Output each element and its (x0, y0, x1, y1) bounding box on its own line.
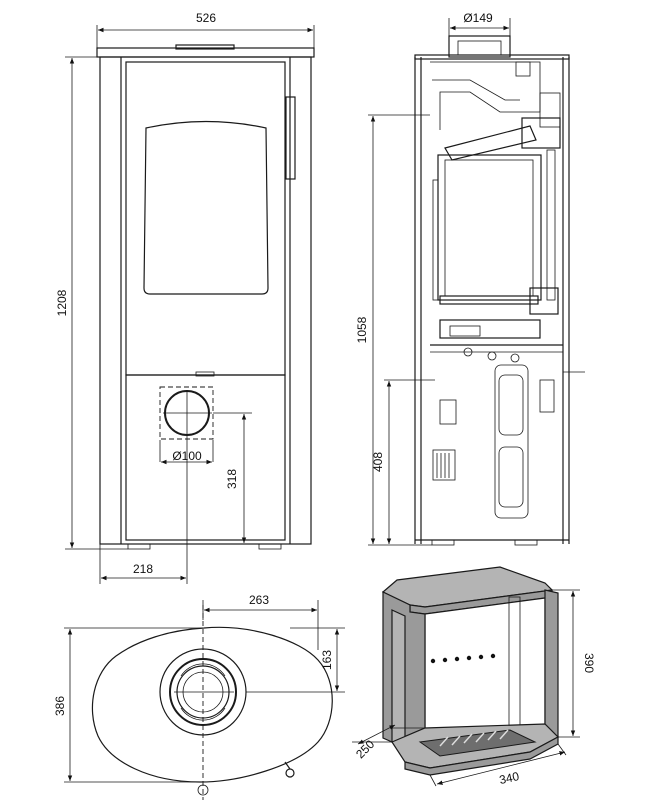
top-dimensions: 263 163 386 (53, 593, 345, 783)
firebox-back-wall (424, 597, 546, 731)
side-combustion-chamber (437, 154, 542, 301)
front-view (96, 44, 315, 550)
front-door (125, 61, 286, 376)
front-lower-panel (125, 374, 286, 541)
side-dimensions: Ø149 1058 408 (355, 11, 511, 546)
dim-top-depth: 386 (53, 696, 67, 716)
door-handle (285, 96, 296, 180)
firebox-isometric (381, 566, 559, 776)
top-view (91, 605, 333, 800)
dim-firebox-height: 390 (582, 653, 596, 673)
firebox-right-wall (544, 589, 559, 738)
front-window (143, 120, 269, 295)
dim-air-inlet-diameter: Ø100 (172, 449, 202, 463)
dim-firebox-width: 340 (498, 769, 521, 787)
dim-side-air-height: 408 (371, 452, 385, 472)
dim-front-width: 526 (196, 11, 216, 25)
firebox-grate (418, 729, 537, 757)
dim-flue-diameter: Ø149 (463, 11, 493, 25)
dim-total-height: 1208 (55, 289, 69, 316)
front-top-handle (175, 44, 235, 50)
dim-air-inlet-height: 318 (225, 469, 239, 489)
side-flue-collar (448, 35, 511, 58)
dim-top-offset: 263 (249, 593, 269, 607)
dim-top-depth-offset: 163 (320, 650, 334, 670)
dim-firebox-depth: 250 (353, 737, 377, 761)
side-view (414, 35, 585, 546)
dim-flue-offset: 218 (133, 562, 153, 576)
dim-side-flue-height: 1058 (355, 316, 369, 343)
front-body-outline (99, 56, 312, 545)
side-lower-door (494, 364, 529, 519)
front-dimensions: 526 1208 218 Ø100 318 (55, 11, 315, 584)
air-inlet-outline (159, 386, 214, 440)
top-oval-outline (91, 626, 333, 783)
